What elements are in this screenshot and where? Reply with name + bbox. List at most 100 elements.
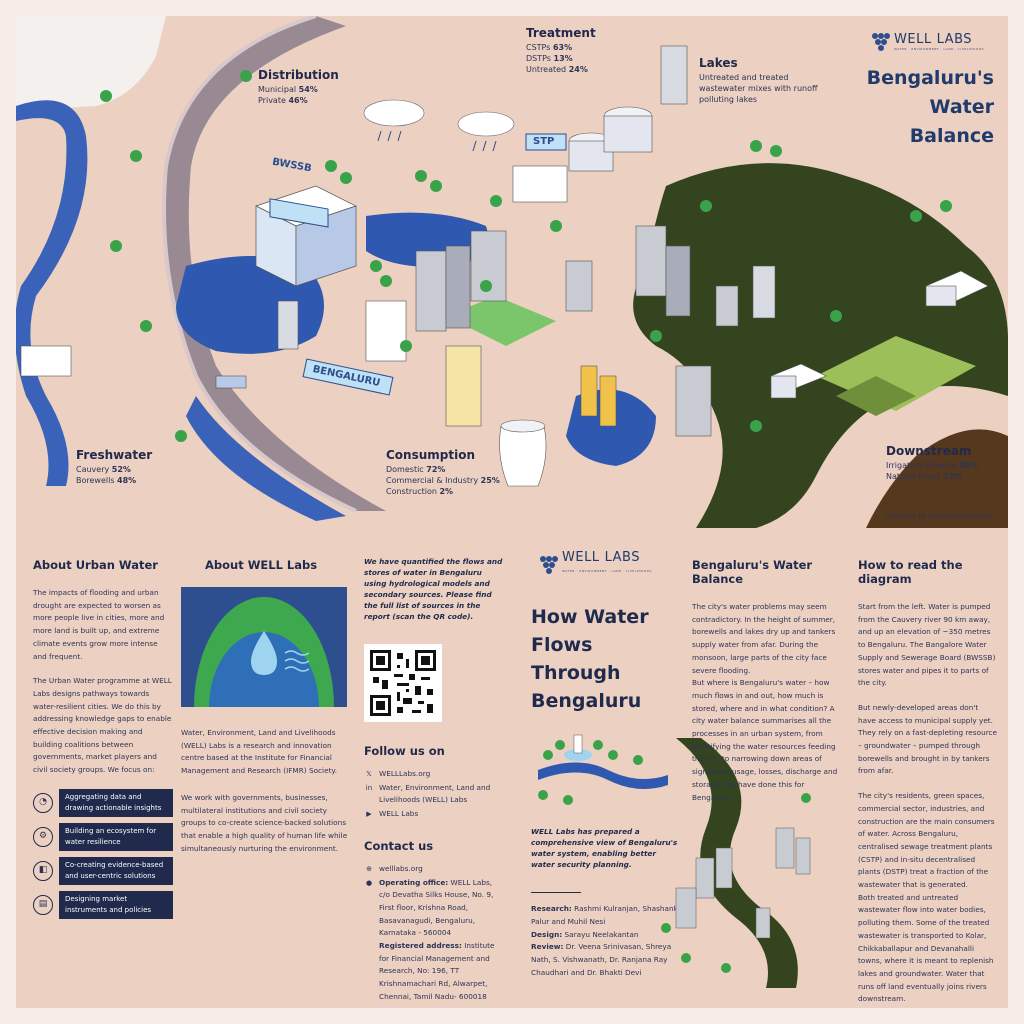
consumption-value: 2%	[439, 487, 454, 496]
social-link[interactable]: WELL Labs	[379, 809, 419, 819]
info-panels: About Urban Water The impacts of floodin…	[16, 528, 1008, 1008]
freshwater-name: Cauvery	[76, 465, 110, 474]
park	[446, 296, 556, 346]
list-item: ◔Aggregating data and drawing actionable…	[33, 788, 173, 817]
treatment-name: DSTPs	[526, 54, 551, 63]
trees	[100, 70, 952, 442]
cover-lead: WELL Labs has prepared a comprehensive v…	[531, 827, 678, 870]
credits: Research: Rashmi Kulranjan, Shashank Pal…	[531, 903, 678, 979]
lakes-text: Untreated and treated wastewater mixes w…	[699, 73, 818, 104]
design-names: Sarayu Neelakantan	[564, 929, 639, 939]
sources-lead: We have quantified the flows and stores …	[364, 557, 503, 621]
poster-title: Bengaluru's Water Balance	[866, 67, 994, 147]
ecosystem-icon: ⚙	[33, 826, 53, 847]
contact-section: Contact us ⊕welllabs.org ● Operating offi…	[364, 839, 504, 1004]
market-icon: ▤	[33, 894, 53, 915]
focus-text: Co-creating evidence-based and user-cent…	[59, 856, 173, 885]
howto-p2: But newly-developed areas don't have acc…	[858, 702, 998, 776]
consumption-label: Consumption Domestic 72% Commercial & In…	[386, 448, 500, 497]
consumption-title: Consumption	[386, 448, 476, 462]
social-link[interactable]: WELLLabs.org	[379, 769, 431, 778]
treatment-label: Treatment CSTPs 63% DSTPs 13% Untreated …	[526, 27, 596, 75]
office-label: Operating office:	[379, 877, 449, 887]
water-tower	[277, 45, 776, 350]
howto-p4: Both treated and untreated wastewater fl…	[858, 892, 994, 1004]
well-labs-mark-icon	[872, 32, 891, 51]
list-item: ⊕welllabs.org	[364, 863, 504, 876]
polluted-runoff	[633, 163, 1008, 528]
location-icon: ●	[365, 878, 373, 887]
freshwater-value: 52%	[111, 465, 131, 474]
hills	[16, 16, 166, 111]
cover-river-illustration	[661, 738, 811, 988]
social-link[interactable]: Water, Environment, Land and Livelihoods…	[379, 782, 491, 805]
cover-title-line: How Water	[531, 606, 649, 629]
consumption-value: 25%	[480, 476, 500, 485]
downstream-title: Downstream	[886, 444, 972, 458]
lakes-title: Lakes	[699, 56, 738, 70]
water-balance-illustration: BWSSB STP BENGALURU Distribution Municip…	[16, 16, 1008, 528]
how-to-read: How to read the diagram Start from the l…	[858, 528, 998, 1008]
treatment-value: 13%	[553, 54, 573, 63]
downstream-label: Downstream Irrigation Projects 28% Natur…	[886, 444, 979, 482]
distribution-value: 54%	[298, 85, 318, 94]
list-item: ▤ Designing market instruments and polici…	[33, 890, 173, 919]
list-item: ● Operating office: WELL Labs, c/o Devath…	[364, 877, 504, 1004]
about-urban-p2: The Urban Water programme at WELL Labs d…	[33, 676, 172, 775]
contact-title: Contact us	[364, 838, 434, 853]
freshwater-name: Borewells	[76, 476, 115, 485]
focus-list: ◔Aggregating data and drawing actionable…	[33, 788, 173, 919]
about-well-p2: We work with governments, businesses, mu…	[181, 792, 348, 853]
downstream-name: Irrigation Projects	[886, 461, 957, 470]
downstream-value: 28%	[958, 461, 979, 470]
lakes-label: Lakes Untreated and treated wastewater m…	[699, 56, 829, 105]
cover-illustration	[538, 735, 668, 806]
logo-word-b: LABS	[936, 32, 973, 47]
balance-p1: The city's water problems may seem contr…	[692, 602, 836, 675]
youtube-icon: ▶	[366, 810, 372, 819]
follow-title: Follow us on	[364, 744, 445, 758]
about-well-p1: Water, Environment, Land and Livelihoods…	[181, 728, 338, 776]
divider	[531, 892, 581, 894]
cover-title-line: Through	[531, 662, 621, 685]
city-water-map	[16, 16, 1008, 528]
office-address: WELL Labs, c/o Devatha Silks House, No. …	[379, 877, 494, 938]
cauvery-river	[16, 100, 88, 486]
research-names: Rashmi Kulranjan, Shashank Palur and Muh…	[531, 904, 678, 926]
about-urban-title: About Urban Water	[33, 558, 158, 572]
focus-text: Designing market instruments and policie…	[59, 890, 173, 919]
logo-word-b: LABS	[604, 550, 640, 565]
focus-text: Building an ecosystem for water resilien…	[59, 822, 173, 851]
cooling-tower	[499, 425, 547, 487]
about-well-title: About WELL Labs	[205, 558, 318, 572]
consumption-name: Construction	[386, 487, 437, 496]
houses	[20, 270, 989, 399]
logo-word-a: WELL	[894, 32, 932, 47]
designer-credit: Designed by Sarayu Neelakantan	[885, 512, 994, 520]
cover-title-line: Flows	[531, 634, 593, 657]
report-qr-code[interactable]	[364, 644, 442, 722]
tanker-truck	[215, 375, 247, 389]
research-label: Research:	[531, 904, 572, 914]
data-icon: ◔	[33, 792, 53, 813]
qr-code-icon	[370, 650, 436, 716]
bwssb-sign	[269, 198, 329, 228]
howto-title: How to read the diagram	[858, 558, 963, 586]
list-item[interactable]: ▶ WELL Labs	[364, 808, 504, 821]
sources-and-contact: We have quantified the flows and stores …	[364, 528, 504, 1008]
downstream-value: 72%	[943, 472, 963, 481]
website-link[interactable]: welllabs.org	[379, 863, 423, 873]
review-names: Dr. Veena Srinivasan, Shreya Nath, S. Vi…	[531, 942, 672, 977]
water-balance-text: Bengaluru's Water Balance The city's wat…	[692, 528, 842, 1008]
treatment-value: 63%	[552, 43, 573, 52]
rain-clouds	[363, 99, 515, 137]
towers	[365, 225, 739, 437]
freshwater-value: 48%	[117, 476, 137, 485]
treatment-value: 24%	[568, 65, 588, 74]
design-label: Design:	[531, 929, 563, 939]
